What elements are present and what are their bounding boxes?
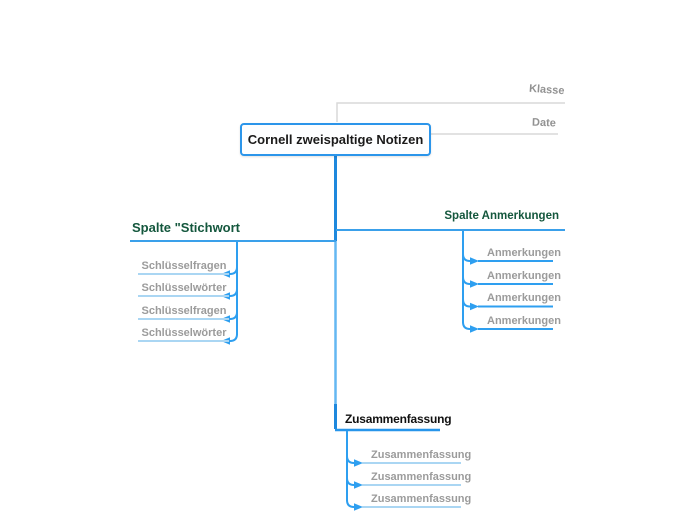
- zusammenfassung-child-underlines: [362, 462, 461, 508]
- node-anmerkungen-1[interactable]: Anmerkungen: [487, 247, 561, 259]
- anmerkungen-child-underlines: [478, 260, 553, 330]
- node-spalte-stichwort[interactable]: Spalte "Stichwort: [132, 220, 241, 235]
- node-schluesselwoerter-2[interactable]: Schlüsselwörter: [141, 327, 227, 339]
- node-zusammenfassung-3[interactable]: Zusammenfassung: [371, 493, 472, 505]
- node-anmerkungen-4[interactable]: Anmerkungen: [487, 315, 561, 327]
- node-anmerkungen-3[interactable]: Anmerkungen: [487, 292, 561, 304]
- anmerkungen-child-curve: [462, 253, 471, 330]
- root-node[interactable]: Cornell zweispaltige Notizen: [240, 123, 431, 156]
- node-anmerkungen-2[interactable]: Anmerkungen: [487, 270, 561, 282]
- stichwort-child-curve: [229, 266, 238, 342]
- arrowhead-right-icon: [470, 280, 479, 288]
- node-spalte-anmerkungen[interactable]: Spalte Anmerkungen: [444, 210, 559, 222]
- node-zusammenfassung[interactable]: Zusammenfassung: [345, 412, 452, 426]
- arrowhead-right-icon: [470, 302, 479, 311]
- zusammenfassung-child-curve: [346, 455, 355, 508]
- arrowhead-right-icon: [354, 503, 363, 511]
- node-klasse[interactable]: Klasse: [528, 82, 565, 98]
- node-schluesselfragen-2[interactable]: Schlüsselfragen: [141, 305, 227, 317]
- node-schluesselfragen-1[interactable]: Schlüsselfragen: [141, 260, 227, 272]
- stichwort-child-underlines: [138, 273, 229, 342]
- node-date[interactable]: Date: [531, 116, 557, 130]
- node-schluesselwoerter-1[interactable]: Schlüsselwörter: [141, 282, 227, 294]
- arrowhead-right-icon: [354, 481, 363, 489]
- arrowhead-right-icon: [470, 257, 479, 265]
- klasse-connector-line: [336, 102, 565, 122]
- node-zusammenfassung-1[interactable]: Zusammenfassung: [371, 449, 472, 461]
- node-zusammenfassung-2[interactable]: Zusammenfassung: [371, 471, 472, 483]
- arrowhead-right-icon: [470, 325, 479, 333]
- arrowhead-right-icon: [354, 459, 363, 467]
